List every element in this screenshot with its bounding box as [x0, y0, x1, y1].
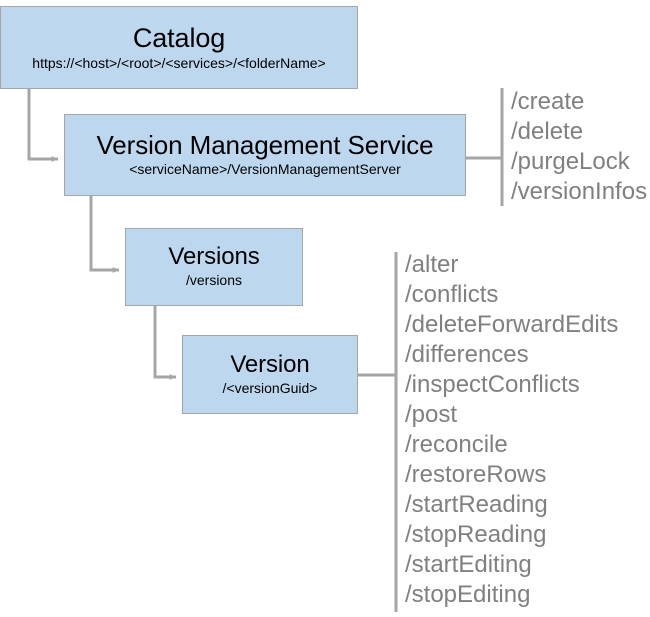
operation-version-item[interactable]: /differences [405, 341, 529, 368]
node-version[interactable]: Version /<versionGuid> [182, 335, 358, 414]
node-catalog-subtitle: https://<host>/<root>/<services>/<folder… [32, 54, 326, 71]
connector-service-to-versions [89, 196, 120, 273]
node-version-management-service[interactable]: Version Management Service <serviceName>… [64, 114, 466, 196]
operation-service-item[interactable]: /delete [511, 118, 584, 145]
operation-version-item[interactable]: /startEditing [405, 551, 532, 578]
operation-version-item[interactable]: /post [405, 401, 458, 428]
operation-version-item[interactable]: /restoreRows [405, 461, 547, 488]
operation-list-version: /alter/conflicts/deleteForwardEdits/diff… [405, 250, 618, 610]
operation-service-item[interactable]: /purgeLock [511, 148, 630, 175]
operation-list-service: /create/delete/purgeLock/versionInfos [511, 87, 647, 207]
operation-service-item[interactable]: /versionInfos [511, 178, 648, 205]
operation-version-item[interactable]: /deleteForwardEdits [405, 311, 619, 338]
operation-version-item[interactable]: /alter [405, 251, 459, 278]
node-version-management-service-subtitle: <serviceName>/VersionManagementServer [129, 161, 401, 178]
connector-versions-to-version [153, 306, 177, 380]
operation-version-item[interactable]: /reconcile [405, 431, 508, 458]
operation-service-item[interactable]: /create [511, 88, 585, 115]
node-version-management-service-title: Version Management Service [96, 130, 434, 161]
node-catalog[interactable]: Catalog https://<host>/<root>/<services>… [0, 6, 358, 89]
node-versions-subtitle: /versions [185, 272, 243, 289]
operation-version-item[interactable]: /conflicts [405, 281, 499, 308]
operation-version-item[interactable]: /startReading [405, 491, 548, 518]
node-catalog-title: Catalog [132, 22, 226, 53]
operation-version-item[interactable]: /stopReading [405, 521, 547, 548]
node-version-title: Version [230, 350, 310, 378]
node-version-subtitle: /<versionGuid> [222, 379, 318, 396]
connector-catalog-to-service [27, 89, 59, 162]
operation-version-item[interactable]: /inspectConflicts [405, 371, 580, 398]
node-versions-title: Versions [168, 243, 260, 271]
operation-version-item[interactable]: /stopEditing [405, 581, 531, 608]
node-versions[interactable]: Versions /versions [125, 228, 303, 306]
